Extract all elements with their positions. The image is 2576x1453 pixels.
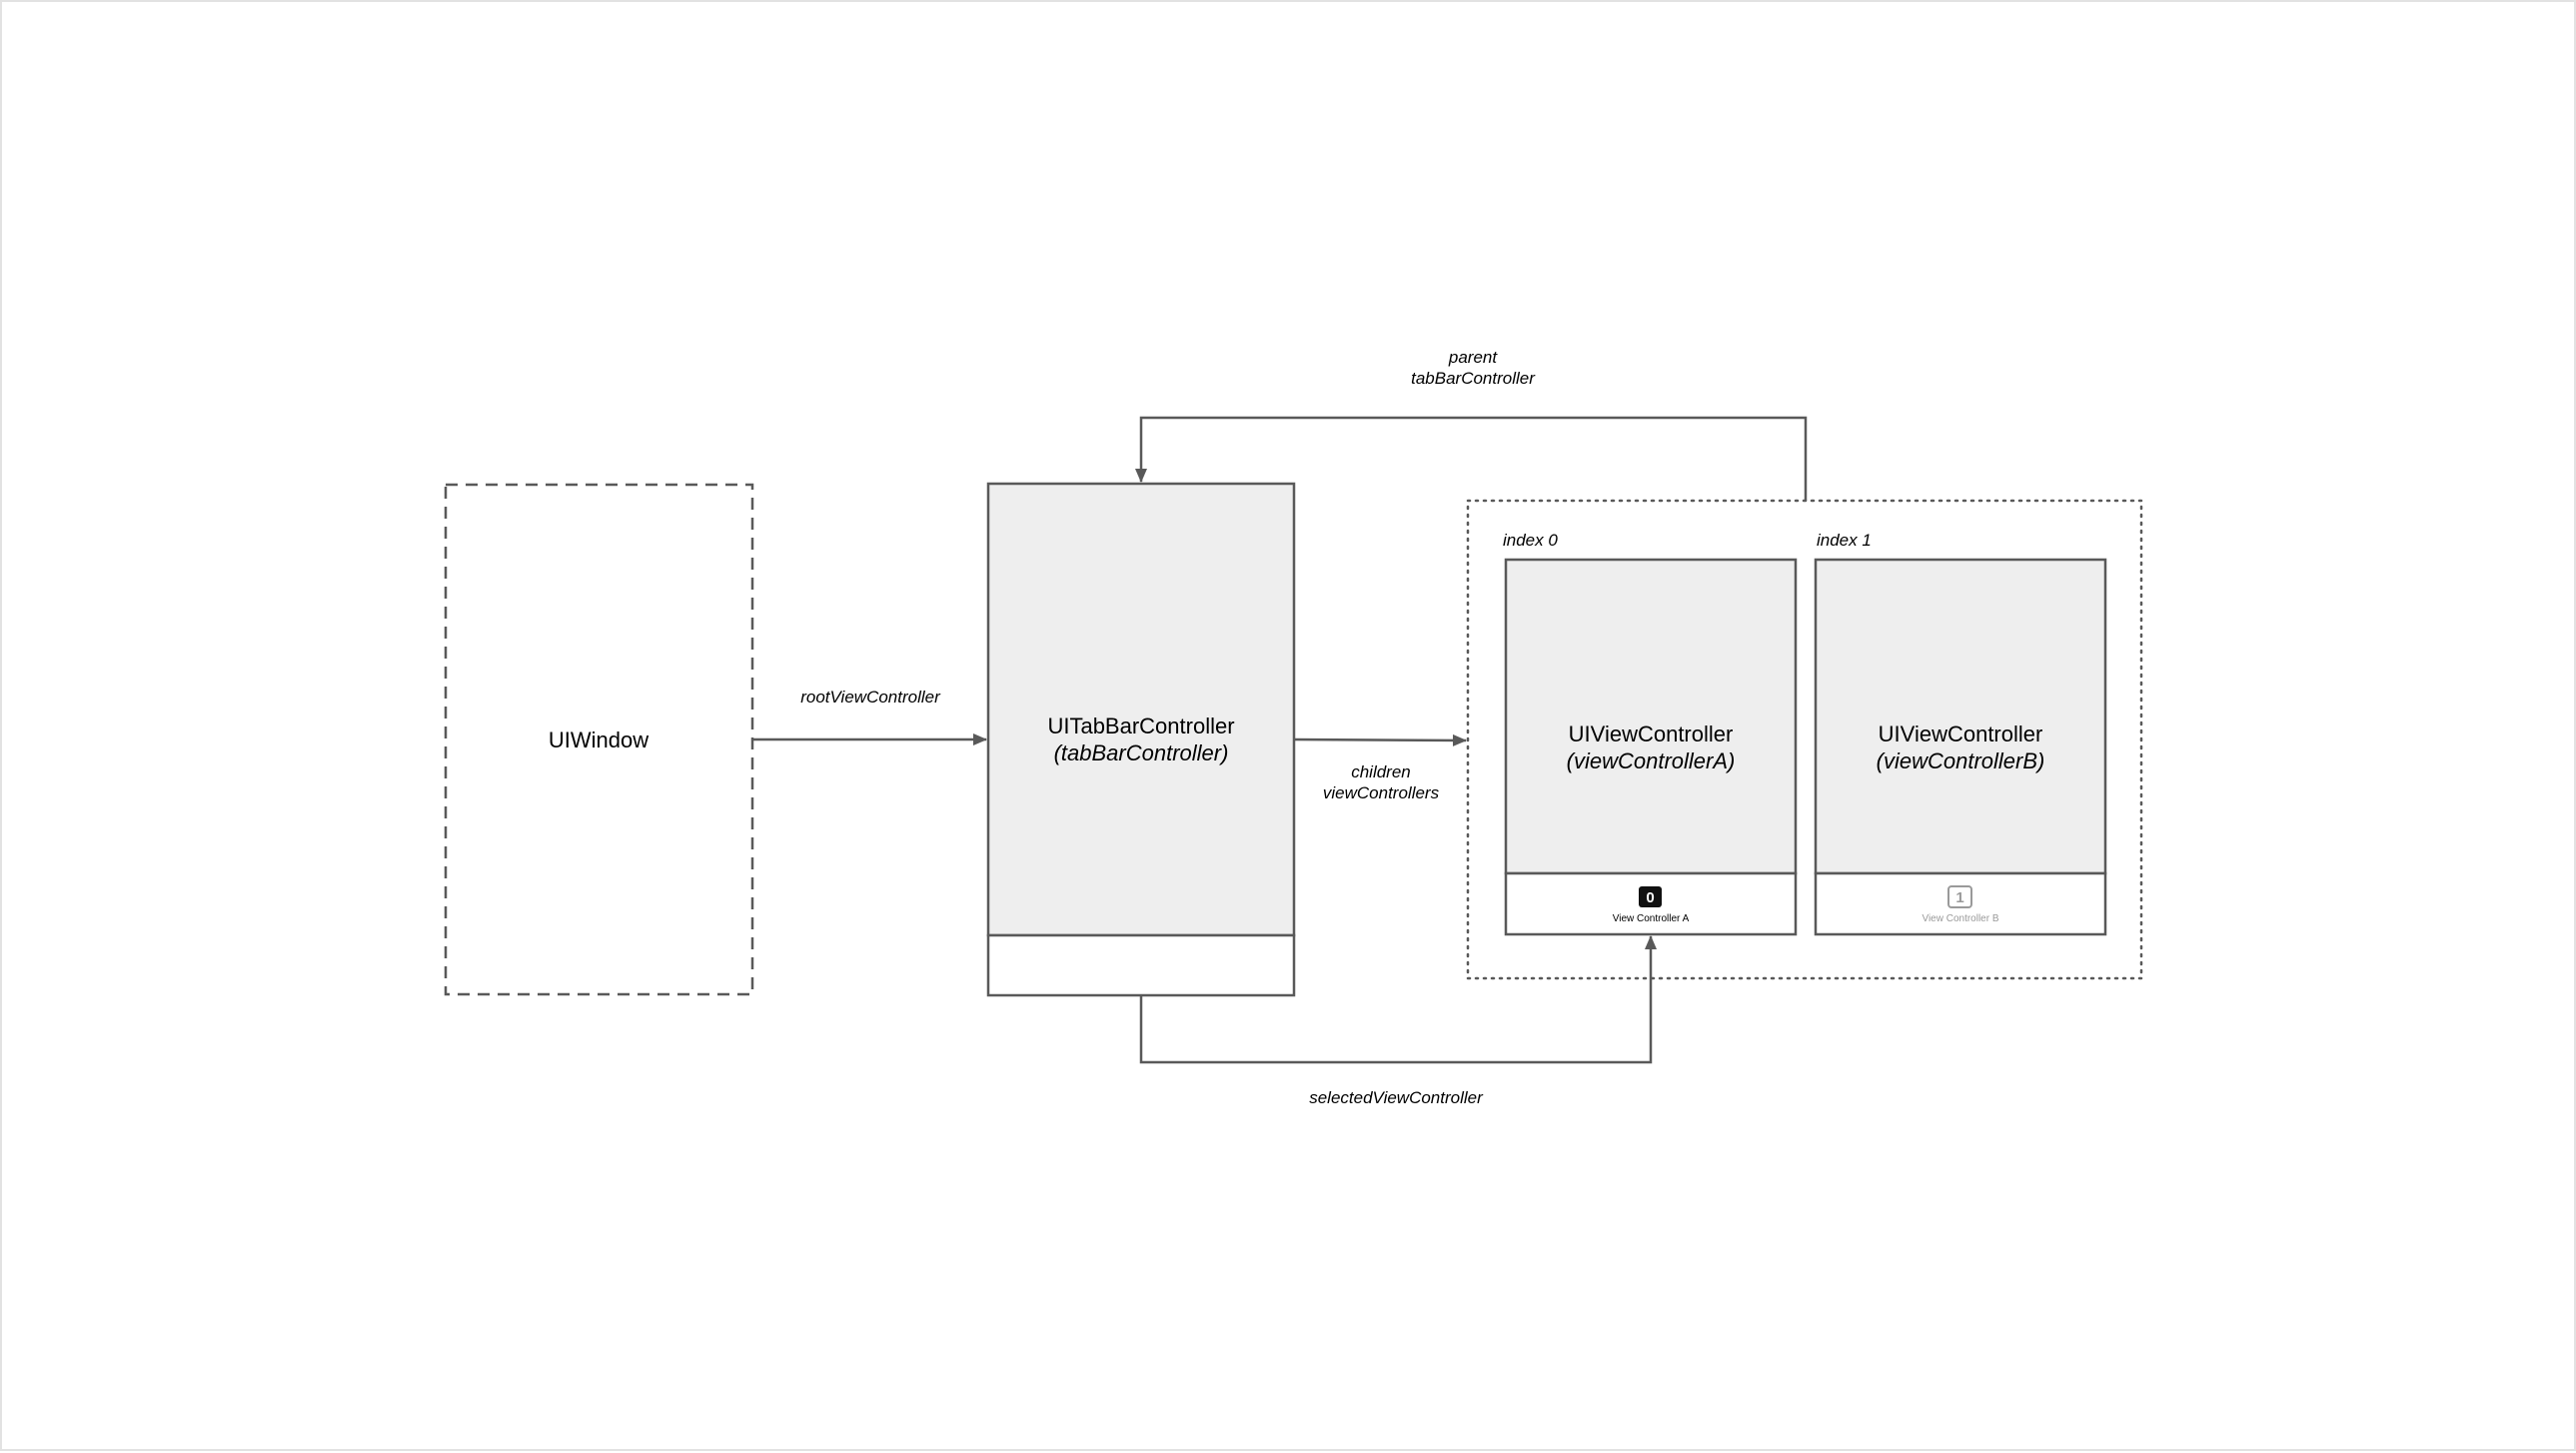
child-b-subtitle: (viewControllerB) [1877,748,2045,773]
child-a-subtitle: (viewControllerA) [1567,748,1736,773]
tab-bar-controller-tab-bar [986,933,1296,997]
tab-item-glyph-0: 0 [1646,889,1654,906]
edge-selected-view-controller-label: selectedViewController [1309,1088,1484,1107]
edge-selected-view-controller: selectedViewController [1139,935,1657,1107]
index-label-1: index 1 [1817,531,1872,550]
edge-children: children viewControllers [1293,733,1467,802]
index-label-0: index 0 [1503,531,1558,550]
child-b-title: UIViewController [1879,722,2043,746]
edge-selected-view-controller-line [1139,935,1657,1064]
edge-parent-label-1: parent [1448,348,1498,367]
tab-bar-controller-content-box [986,482,1296,937]
tab-item-icon-0: 0 [1639,886,1662,907]
uiwindow-label: UIWindow [549,727,648,752]
edge-root-view-controller: rootViewController [752,688,987,745]
edge-children-label-1: children [1351,762,1411,781]
child-a-title: UIViewController [1569,722,1734,746]
edge-children-line [1293,733,1467,746]
tab-bar-controller-subtitle: (tabBarController) [1054,740,1229,765]
child-b-content-box [1814,558,2107,875]
child-node-b: index 1 UIViewController (viewController… [1814,531,2107,936]
tab-item-glyph-1: 1 [1955,889,1963,906]
edge-root-view-controller-label: rootViewController [800,688,941,707]
tab-item-label-1: View Controller B [1922,913,1998,924]
tab-bar-controller-title: UITabBarController [1047,714,1234,738]
edge-parent-line [1135,416,1808,501]
edge-parent-label-2: tabBarController [1411,369,1536,388]
edge-children-label-2: viewControllers [1323,783,1440,802]
child-node-a: index 0 UIViewController (viewController… [1503,531,1798,936]
child-a-content-box [1504,558,1798,875]
edge-parent: parent tabBarController [1135,348,1808,501]
tab-item-icon-1: 1 [1947,885,1972,908]
tab-item-label-0: View Controller A [1613,913,1690,924]
uiwindow-node: UIWindow [444,483,754,996]
tab-bar-controller-node: UITabBarController (tabBarController) [986,482,1296,997]
